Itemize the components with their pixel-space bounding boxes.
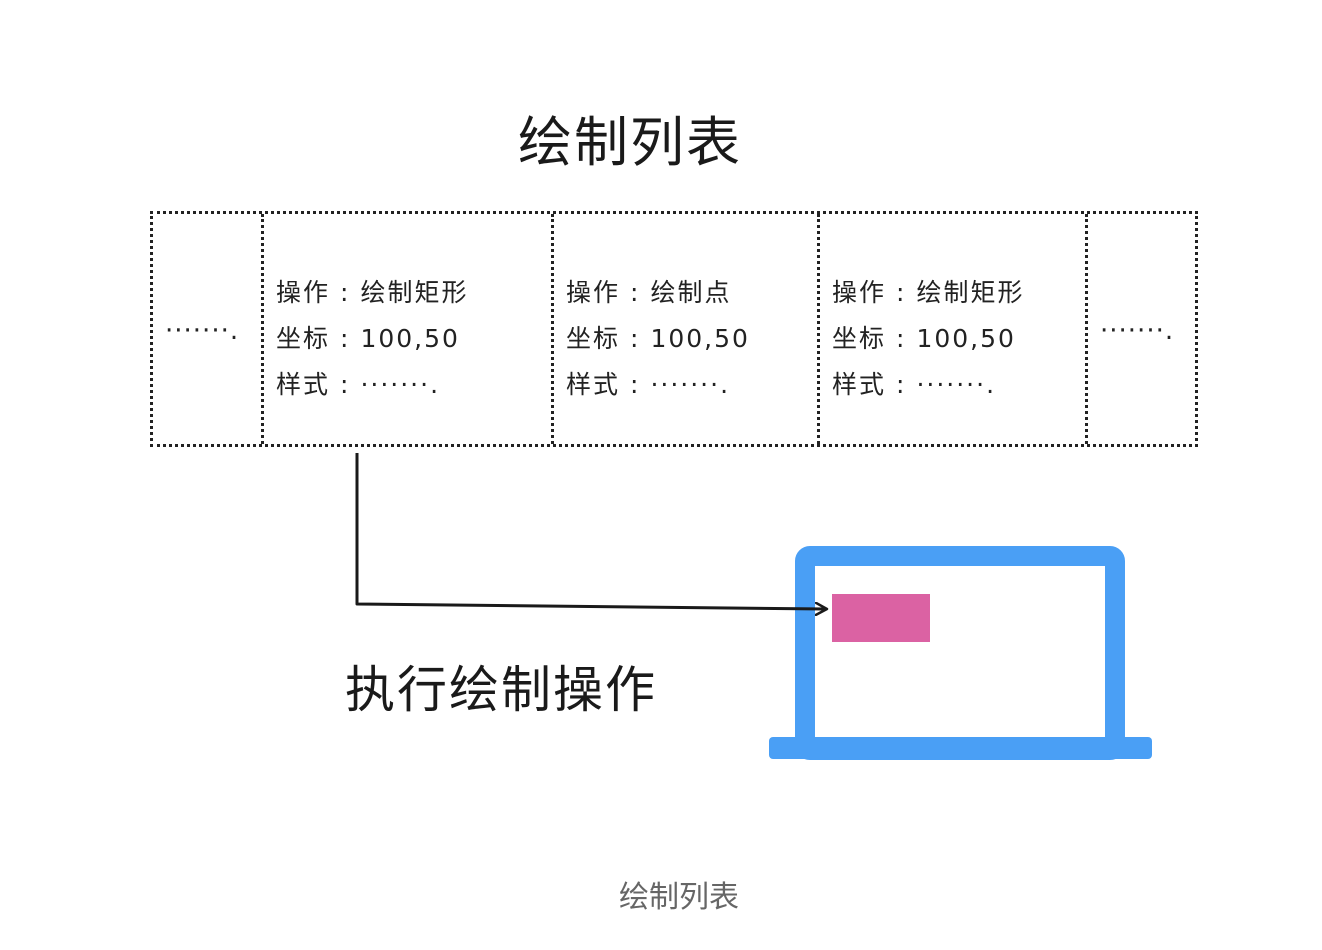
coord-value: 100,50 (650, 324, 750, 353)
draw-command: 操作:绘制点 坐标:100,50 样式:·······. (566, 270, 750, 408)
coord-value: 100,50 (360, 324, 460, 353)
figure-caption: 绘制列表 (619, 880, 739, 915)
monitor-base-icon (769, 737, 1152, 759)
style-label: 样式 (566, 370, 621, 399)
style-row: 样式:·······. (832, 370, 997, 399)
op-label: 操作 (276, 278, 331, 307)
execute-label: 执行绘制操作 (345, 661, 657, 719)
style-label: 样式 (832, 370, 887, 399)
op-value: 绘制矩形 (916, 278, 1025, 307)
ellipsis-text: ·······. (1100, 316, 1175, 346)
monitor-screen-icon (795, 546, 1125, 760)
ellipsis-text: ·······. (165, 316, 240, 346)
coord-value: 100,50 (916, 324, 1016, 353)
op-value: 绘制点 (650, 278, 732, 307)
draw-list-cell-entry: 操作:绘制点 坐标:100,50 样式:·······. (554, 214, 820, 444)
coord-label: 坐标 (832, 324, 887, 353)
execute-arrow (355, 453, 826, 609)
style-row: 样式:·······. (276, 370, 441, 399)
style-row: 样式:·······. (566, 370, 731, 399)
coord-row: 坐标:100,50 (832, 324, 1016, 353)
op-row: 操作:绘制点 (566, 278, 732, 307)
coord-label: 坐标 (276, 324, 331, 353)
coord-label: 坐标 (566, 324, 621, 353)
draw-list-cell-entry: 操作:绘制矩形 坐标:100,50 样式:·······. (820, 214, 1088, 444)
style-value: ·······. (916, 370, 997, 399)
draw-command: 操作:绘制矩形 坐标:100,50 样式:·······. (276, 270, 468, 408)
draw-list-cell-ellipsis-right: ·······. (1088, 214, 1195, 444)
page-title: 绘制列表 (518, 111, 742, 174)
coord-row: 坐标:100,50 (276, 324, 460, 353)
op-value: 绘制矩形 (360, 278, 469, 307)
style-label: 样式 (276, 370, 331, 399)
draw-list-cell-entry: 操作:绘制矩形 坐标:100,50 样式:·······. (264, 214, 554, 444)
drawn-rectangle (832, 594, 930, 642)
draw-command: 操作:绘制矩形 坐标:100,50 样式:·······. (832, 270, 1024, 408)
op-row: 操作:绘制矩形 (832, 278, 1025, 307)
op-row: 操作:绘制矩形 (276, 278, 469, 307)
op-label: 操作 (566, 278, 621, 307)
style-value: ·······. (360, 370, 441, 399)
draw-list-cell-ellipsis-left: ·······. (153, 214, 264, 444)
draw-list-table: ·······. 操作:绘制矩形 坐标:100,50 样式:·······. 操… (150, 211, 1198, 447)
op-label: 操作 (832, 278, 887, 307)
style-value: ·······. (650, 370, 731, 399)
coord-row: 坐标:100,50 (566, 324, 750, 353)
